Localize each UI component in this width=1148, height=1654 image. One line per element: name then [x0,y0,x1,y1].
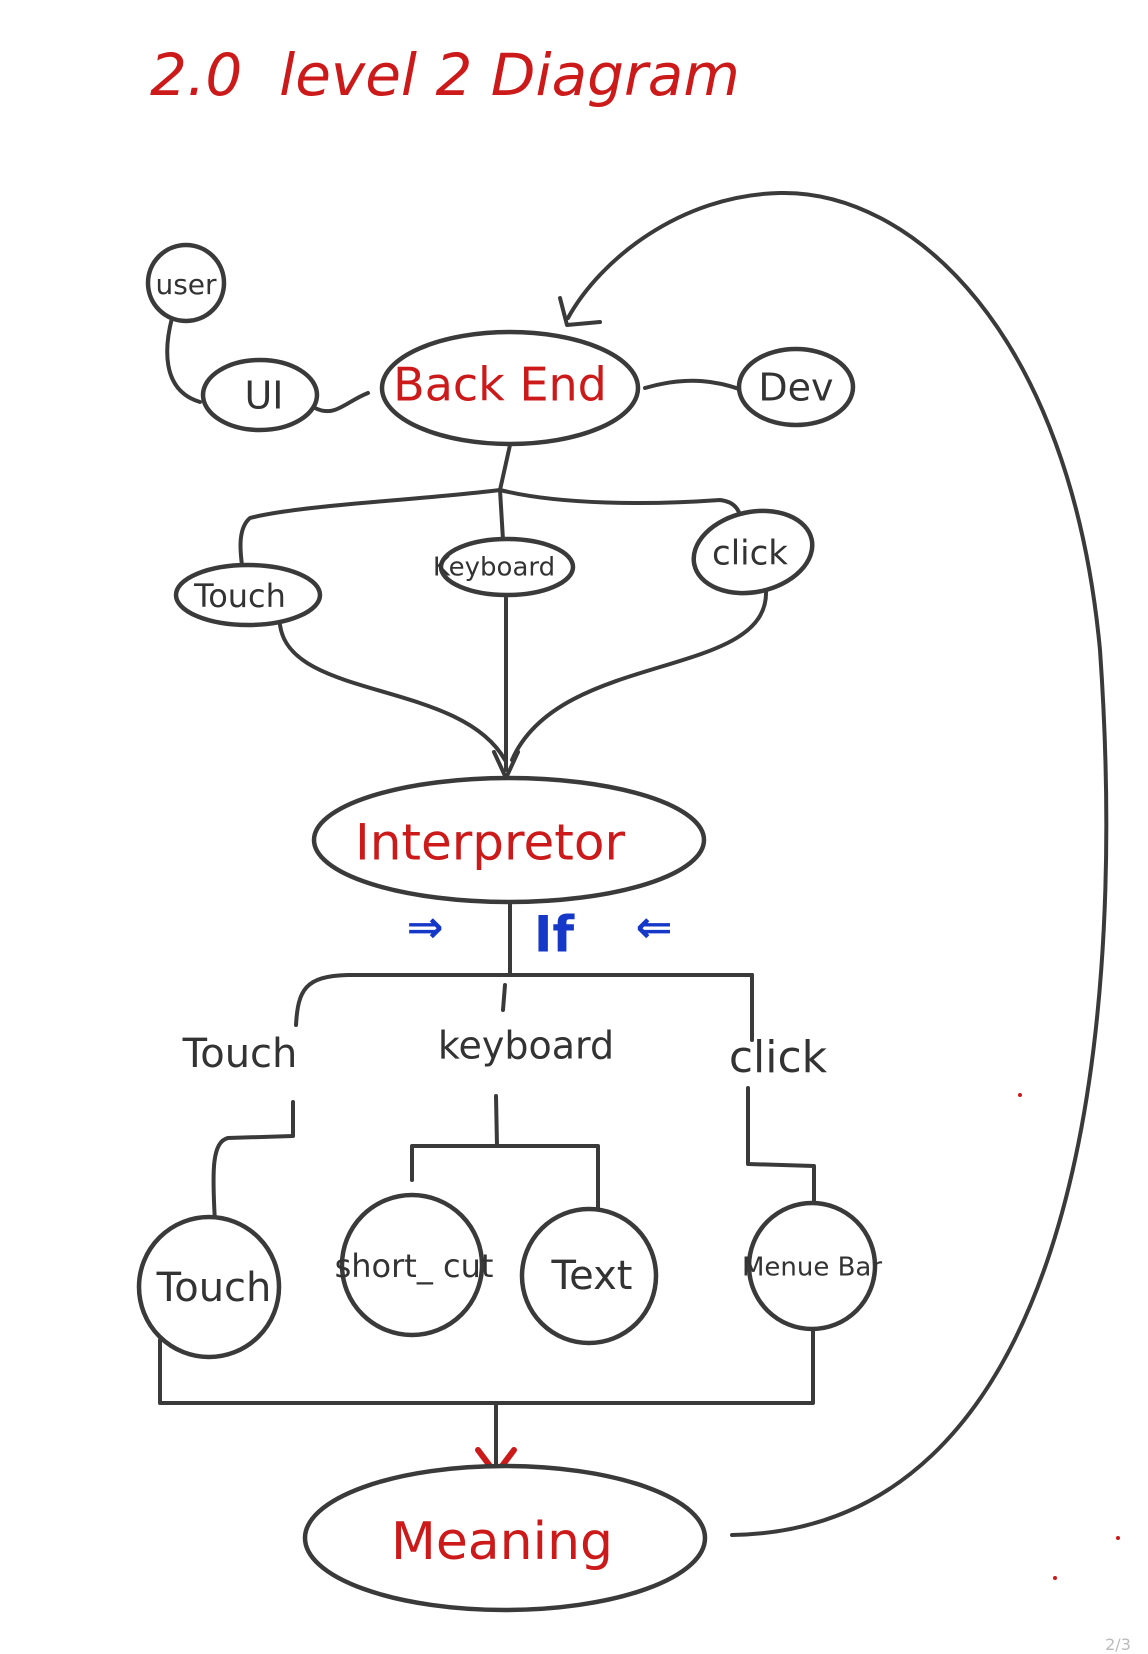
node-click-input: click [691,508,815,596]
connector-touchlabel-touchcircle [211,1100,295,1224]
branch-click-label: click [729,1032,828,1083]
node-text-out-label: Text [551,1253,633,1299]
branch-bar [346,960,754,977]
node-user-label: user [155,268,217,301]
annotation-arrow-left: ⇒ [407,902,444,953]
node-touch-input: Touch [173,562,323,628]
arrowhead-backend [558,296,602,327]
node-ui: UI [200,357,320,433]
connector-bar-keyboard [501,983,507,1012]
connector-bar-touch [294,973,350,1027]
node-menubar-out-label: Menue Bar [742,1253,882,1283]
node-keyboard-input: Keyboard [433,536,576,598]
node-dev-label: Dev [758,366,833,410]
node-meaning-label: Meaning [391,1512,613,1572]
node-backend: Back End [379,329,641,447]
diagram-title: 2.0 level 2 Diagram [150,41,740,109]
stray-dot [1018,1093,1022,1097]
connector-keyboardlabel-split [410,1094,600,1214]
node-touch-input-label: Touch [193,577,286,615]
node-click-input-label: click [712,534,788,574]
connector-backend-dev [643,378,744,392]
page-number: 2/3 [1105,1635,1131,1654]
stray-dot [1116,1536,1120,1540]
node-user: user [145,242,227,324]
node-meaning: Meaning [302,1463,708,1613]
stray-dot [1053,1576,1057,1580]
node-dev: Dev [736,346,856,428]
connector-stem-keyboard [498,488,505,542]
feedback-loop-meaning-backend [566,190,1109,1537]
node-interpreter-label: Interpretor [355,814,626,872]
annotation-condition: If [534,906,576,964]
node-keyboard-input-label: Keyboard [433,553,555,583]
node-backend-label: Back End [393,358,607,412]
node-ui-label: UI [244,374,283,418]
node-touch-out-label: Touch [156,1265,272,1311]
branch-touch-label: Touch [182,1031,298,1077]
connector-stem-touch [238,488,502,567]
node-text-out: Text [519,1206,659,1346]
node-interpreter: Interpretor [311,775,707,905]
connector-ui-backend [313,391,370,414]
branch-keyboard-label: keyboard [438,1024,614,1068]
node-touch-out: Touch [136,1214,282,1360]
annotation-arrow-right: ⇐ [636,902,673,953]
bottom-collector [158,1328,815,1405]
connector-user-ui [165,316,202,404]
connector-stem-click [498,488,743,527]
node-shortcut-out-label: short_ cut [335,1247,494,1285]
connector-clicklabel-menubar [746,1086,816,1204]
node-shortcut-out: short_ cut [335,1192,494,1338]
connector-backend-stem [498,443,512,492]
node-menubar-out: Menue Bar [742,1200,882,1332]
connector-click-interpreter [510,588,769,762]
connector-touch-interpreter [278,623,507,762]
